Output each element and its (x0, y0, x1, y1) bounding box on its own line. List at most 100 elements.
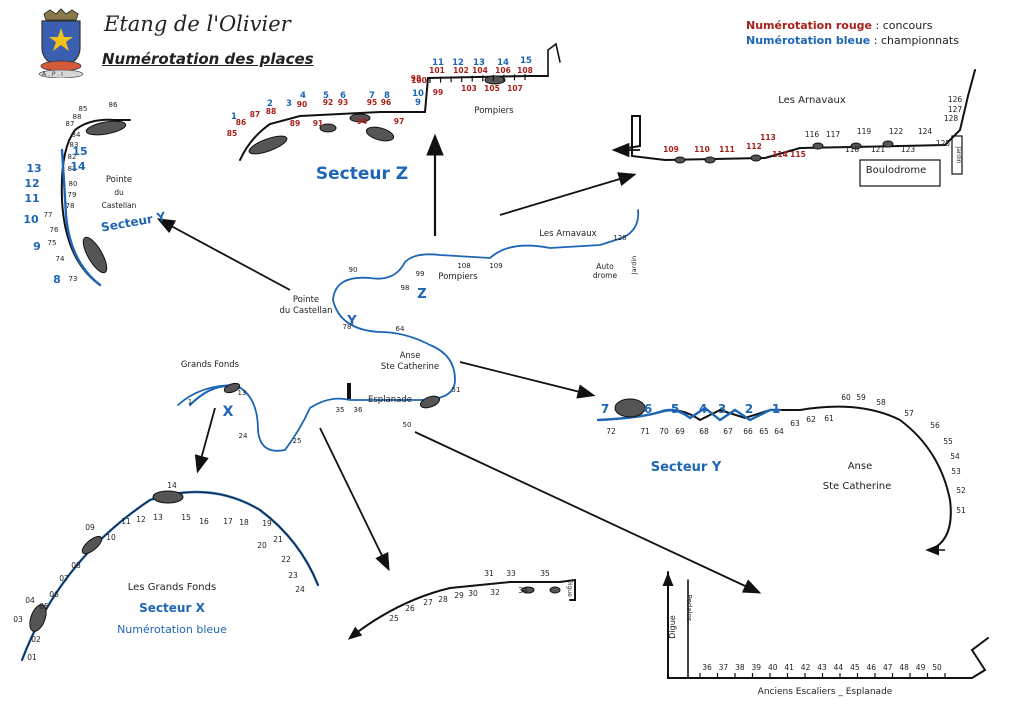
esplanade-number: 34 (518, 586, 528, 595)
escaliers-number: 41 (784, 663, 794, 672)
secteur-z-red-number: 85 (227, 129, 237, 138)
secteur-z-blue-number: 11 (432, 58, 444, 68)
secteur-z-red-number: 86 (236, 118, 246, 127)
overview-sector-z: Z (417, 287, 426, 302)
secteur-z-red-number: 97 (394, 117, 404, 126)
arnavaux-red-number: 109 (663, 145, 679, 154)
secteur-z-red-number: 87 (250, 110, 260, 119)
escaliers-number: 49 (916, 663, 926, 672)
grands-fonds-rock (152, 490, 184, 504)
arnavaux-number: 123 (901, 145, 916, 154)
grands-fonds-rock (81, 535, 103, 555)
secteur-z-red-number: 100 (411, 76, 427, 85)
overview-label-arnavaux: Les Arnavaux (539, 229, 596, 239)
secteur-z-red-number: 92 (323, 98, 333, 107)
secteur-z-red-number: 106 (495, 66, 511, 75)
anse-number: 61 (824, 414, 834, 423)
anse-shore-blue (596, 406, 782, 422)
secteur-z-blue-number: 15 (520, 56, 532, 66)
secteur-z-place: Pompiers (474, 106, 514, 116)
grands-fonds-number: 02 (31, 635, 41, 644)
arnavaux-rock (812, 142, 824, 150)
castellan-blue-number: 15 (72, 145, 87, 158)
esplanade-number: 29 (454, 591, 464, 600)
castellan-number: 88 (73, 113, 82, 121)
anse-number: 65 (759, 427, 769, 436)
arnavaux-number: 119 (857, 127, 872, 136)
escaliers-number: 42 (801, 663, 811, 672)
grands-fonds-note: Numérotation bleue (117, 623, 227, 636)
escaliers-number: 45 (850, 663, 860, 672)
grands-fonds-rock (29, 604, 47, 632)
arnavaux-number: 122 (889, 127, 904, 136)
overview-number: 109 (489, 262, 502, 270)
arrow-to-arnavaux (499, 172, 637, 216)
secteur-z-red-number: 93 (338, 98, 348, 107)
arnavaux-number: 124 (918, 127, 933, 136)
castellan-number: 81 (68, 165, 77, 173)
anse-sector: Secteur Y (651, 460, 722, 475)
grands-fonds-number: 16 (199, 517, 209, 526)
anse-number: 70 (659, 427, 669, 436)
secteur-z-red-number: 102 (453, 66, 469, 75)
escaliers-number: 39 (752, 663, 762, 672)
secteur-z-blue-number: 4 (300, 91, 306, 101)
arrow-to-esplanade (319, 427, 390, 572)
grands-fonds-number: 15 (181, 513, 191, 522)
secteur-z-red-number: 98 (411, 74, 421, 83)
overview-label-ste-catherine: Ste Catherine (381, 362, 439, 372)
anse-number: 60 (841, 393, 851, 402)
esplanade-number: 27 (423, 598, 433, 607)
castellan-number: 85 (79, 105, 88, 113)
overview-label-esplanade: Esplanade (368, 395, 412, 405)
secteur-z-digue (534, 42, 561, 77)
overview-shore (177, 209, 640, 452)
secteur-z-red-number: 104 (472, 66, 488, 75)
secteur-z-blue-number: 5 (323, 91, 329, 101)
grands-fonds-number: 03 (13, 615, 23, 624)
arnavaux-rock (850, 142, 862, 150)
esplanade-shore (354, 578, 576, 635)
castellan-title-2: du (114, 188, 124, 197)
arnavaux-number: 117 (826, 130, 841, 139)
secteur-z-red-number: 107 (507, 84, 523, 93)
castellan-number: 83 (70, 141, 79, 149)
secteur-z-blue-number: 6 (340, 91, 346, 101)
castellan-number: 79 (68, 191, 77, 199)
anse-number: 56 (930, 421, 940, 430)
secteur-z-red-number: 108 (517, 66, 533, 75)
castellan-sector: Secteur Y (100, 209, 167, 234)
esplanade-number: 25 (389, 614, 399, 623)
escaliers-digue: Digue (668, 615, 677, 639)
anse-number: 55 (943, 437, 953, 446)
esplanade-digue: Digue (566, 579, 573, 597)
overview-number: 36 (354, 406, 363, 414)
arnavaux-rock (674, 156, 686, 164)
secteur-z-blue-number: 14 (497, 58, 509, 68)
overview-label-anse: Anse (400, 351, 421, 361)
esplanade-rock (549, 586, 561, 594)
secteur-z-title: Secteur Z (316, 164, 408, 184)
escaliers-number: 48 (899, 663, 909, 672)
overview-number: 98 (401, 284, 410, 292)
grands-fonds-number: 17 (223, 517, 233, 526)
castellan-number: 74 (56, 255, 65, 263)
arnavaux-red-number: 114 (772, 150, 788, 159)
secteur-z-rock (319, 123, 337, 133)
esplanade-arrow (347, 626, 363, 640)
shore-lines (20, 42, 989, 679)
overview-label-auto: Auto (596, 262, 614, 271)
grands-fonds-number: 22 (281, 555, 291, 564)
legend-red-text: : concours (872, 19, 933, 32)
escaliers-number: 40 (768, 663, 778, 672)
secteur-z-shore (239, 75, 549, 161)
anse-blue-number: 7 (601, 402, 609, 416)
castellan-number: 84 (72, 131, 81, 139)
secteur-z-red-number: 96 (381, 98, 391, 107)
castellan-number: 77 (44, 211, 53, 219)
esplanade-rock (521, 586, 535, 594)
secteur-z-blue-number: 8 (384, 91, 390, 101)
anse-number: 64 (774, 427, 784, 436)
